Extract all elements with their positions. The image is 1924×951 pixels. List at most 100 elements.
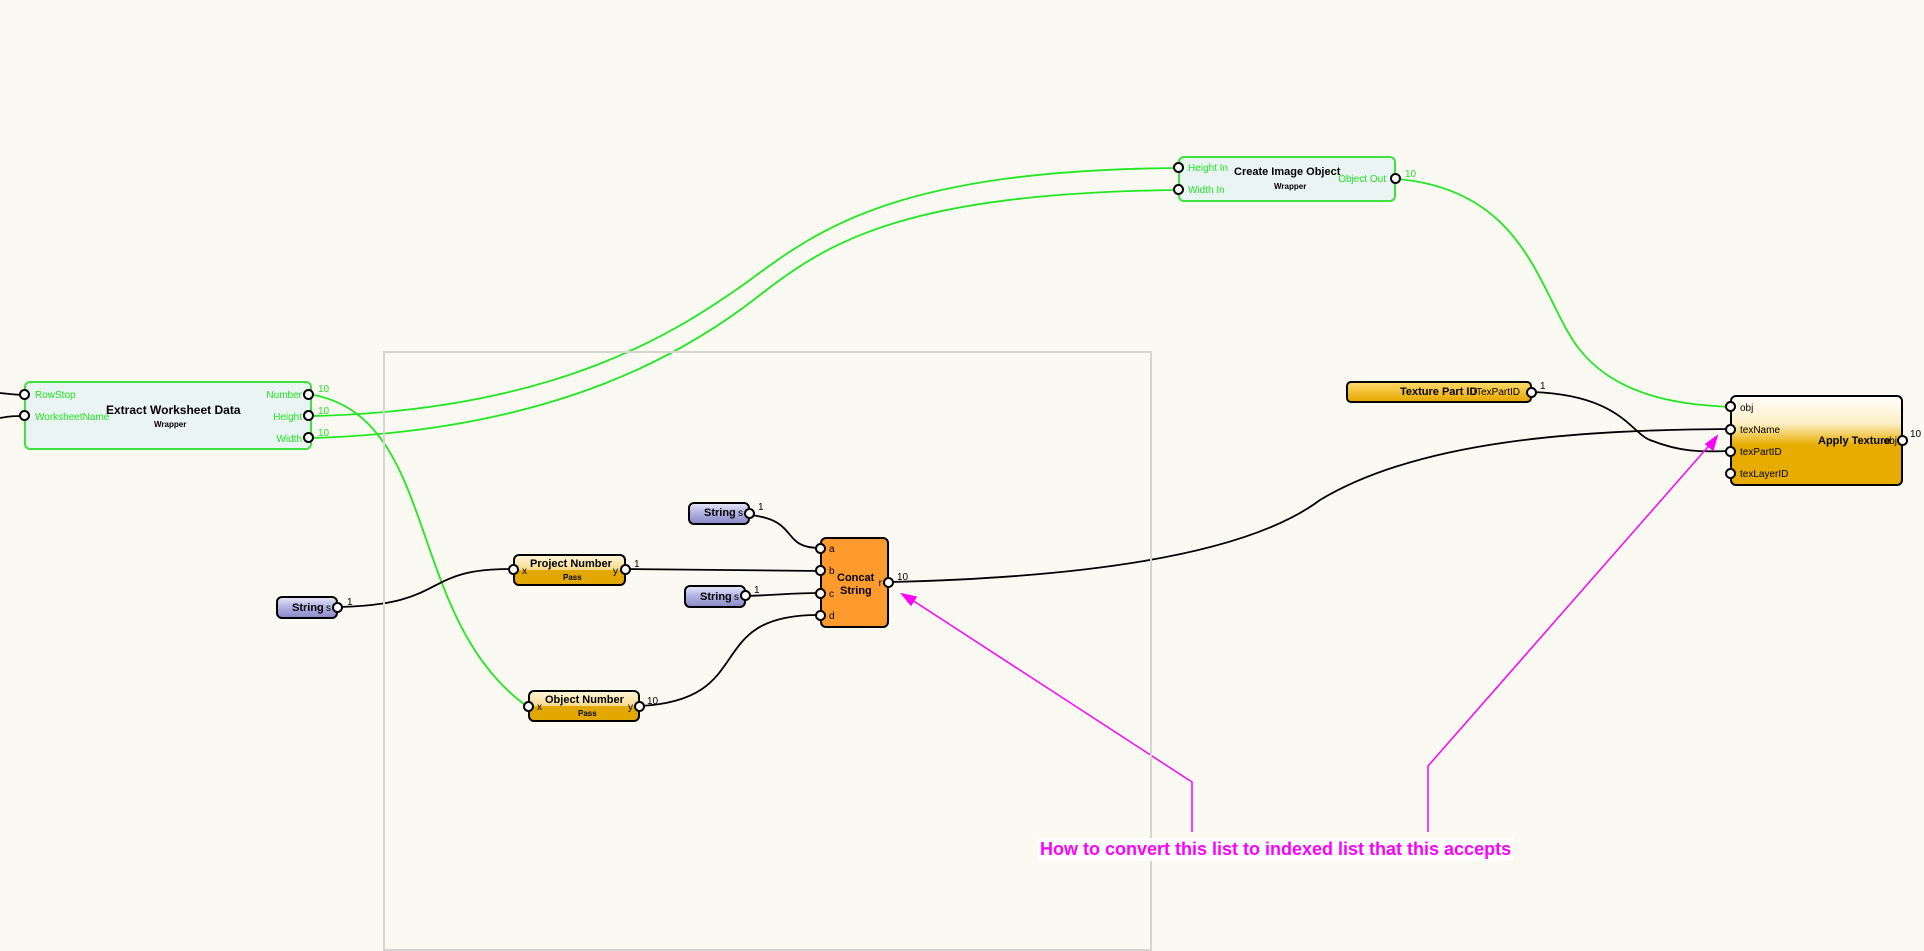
annotation-arrowhead-concat	[900, 592, 918, 607]
port-height-out[interactable]	[303, 410, 314, 421]
texture-part-id-node[interactable]: Texture Part ID iTexPartID	[1346, 381, 1532, 403]
object-number-node[interactable]: Object Number Pass x y	[528, 690, 640, 722]
project-number-node[interactable]: Project Number Pass x y	[513, 554, 626, 586]
port-string-3-out[interactable]	[740, 590, 751, 601]
port-apply-obj-out[interactable]	[1897, 435, 1908, 446]
count-height: 10	[318, 406, 330, 417]
count-concat: 10	[897, 572, 909, 583]
apply-port-label-texpartid: texPartID	[1740, 447, 1782, 458]
port-objectout[interactable]	[1390, 173, 1401, 184]
annotation-arrow-apply	[1427, 439, 1715, 832]
port-string-2-out[interactable]	[332, 602, 343, 613]
wire-string2-to-projectnumber	[337, 568, 514, 608]
extract-worksheet-subtitle: Wrapper	[154, 420, 187, 429]
count-width: 10	[318, 428, 330, 439]
port-texture-part-id-out[interactable]	[1526, 387, 1537, 398]
port-label-widthin: Width In	[1188, 185, 1225, 196]
string-node-1[interactable]: String s	[688, 502, 750, 525]
create-image-title: Create Image Object	[1234, 166, 1341, 178]
wire-objectout-to-obj	[1396, 178, 1731, 408]
port-project-number-out[interactable]	[620, 564, 631, 575]
port-string-1-out[interactable]	[744, 508, 755, 519]
string-2-title: String	[292, 602, 324, 614]
create-image-node[interactable]: Create Image Object Wrapper Height In Wi…	[1178, 156, 1396, 202]
wire-string3-to-c	[745, 592, 821, 597]
port-concat-a[interactable]	[815, 543, 826, 554]
count-string-1: 1	[758, 502, 764, 513]
wire-concat-to-texname	[889, 428, 1731, 583]
port-apply-texname[interactable]	[1725, 424, 1736, 435]
apply-texture-node[interactable]: Apply Texture obj texName texPartID texL…	[1730, 395, 1903, 486]
annotation-arrowhead-apply	[1704, 434, 1719, 452]
concat-port-label-c: c	[829, 589, 834, 600]
create-image-subtitle: Wrapper	[1274, 182, 1307, 191]
port-object-number-in[interactable]	[523, 701, 534, 712]
port-width-out[interactable]	[303, 432, 314, 443]
string-node-3[interactable]: String s	[684, 585, 746, 608]
apply-port-label-obj: obj	[1740, 403, 1754, 414]
extract-worksheet-title: Extract Worksheet Data	[106, 403, 241, 417]
count-string-2: 1	[347, 597, 353, 608]
concat-string-node[interactable]: Concat String a b c d r	[820, 537, 889, 628]
count-apply-texture: 10	[1910, 429, 1922, 440]
port-apply-texlayerid[interactable]	[1725, 468, 1736, 479]
port-apply-obj[interactable]	[1725, 401, 1736, 412]
port-label-number: Number	[266, 390, 302, 401]
port-concat-d[interactable]	[815, 610, 826, 621]
port-concat-r[interactable]	[883, 577, 894, 588]
port-number-out[interactable]	[303, 389, 314, 400]
port-rowstop[interactable]	[19, 389, 30, 400]
concat-port-label-a: a	[829, 544, 835, 555]
count-objectout: 10	[1405, 169, 1417, 180]
string-3-title: String	[700, 591, 732, 603]
port-concat-c[interactable]	[815, 588, 826, 599]
concat-port-label-r: r	[878, 578, 882, 589]
apply-port-label-texlayerid: texLayerID	[1740, 469, 1789, 480]
wire-objectnumber-to-d	[639, 614, 821, 707]
string-node-2[interactable]: String s	[276, 596, 338, 619]
concat-port-label-b: b	[829, 566, 835, 577]
object-number-title: Object Number	[545, 694, 624, 706]
project-number-out-label: y	[613, 566, 618, 577]
annotation-arrow-concat	[905, 595, 1193, 832]
count-texture-part-id: 1	[1540, 381, 1546, 392]
wire-texpartid-to-texpartid	[1531, 391, 1731, 453]
project-number-title: Project Number	[530, 558, 612, 570]
apply-texture-title: Apply Texture	[1818, 435, 1891, 447]
port-label-worksheetname: WorksheetName	[35, 412, 110, 423]
port-label-width: Width	[276, 434, 302, 445]
string-1-title: String	[704, 507, 736, 519]
port-apply-texpartid[interactable]	[1725, 446, 1736, 457]
port-worksheetname[interactable]	[19, 410, 30, 421]
port-concat-b[interactable]	[815, 565, 826, 576]
string-2-port-label: s	[326, 603, 331, 614]
port-object-number-out[interactable]	[634, 701, 645, 712]
concat-string-title-1: Concat	[837, 572, 875, 584]
extract-worksheet-node[interactable]: Extract Worksheet Data Wrapper RowStop W…	[24, 381, 312, 450]
port-widthin[interactable]	[1173, 184, 1184, 195]
group-frame	[383, 351, 1152, 951]
texture-part-id-port-label: iTexPartID	[1473, 387, 1520, 398]
wire-number-to-objectnumber	[313, 394, 529, 708]
wire-canvas	[0, 167, 1731, 832]
port-label-objectout: Object Out	[1338, 174, 1386, 185]
port-project-number-in[interactable]	[508, 564, 519, 575]
string-1-port-label: s	[738, 508, 743, 519]
wire-width-to-widthin	[313, 189, 1179, 439]
count-string-3: 1	[754, 585, 760, 596]
annotation-text: How to convert this list to indexed list…	[1038, 838, 1514, 861]
concat-port-label-d: d	[829, 611, 835, 622]
count-project-number: 1	[634, 559, 640, 570]
object-number-subtitle: Pass	[578, 709, 597, 718]
port-heightin[interactable]	[1173, 162, 1184, 173]
texture-part-id-title: Texture Part ID	[1400, 386, 1478, 398]
port-label-rowstop: RowStop	[35, 390, 76, 401]
project-number-in-label: x	[522, 566, 527, 577]
wire-height-to-heightin	[313, 167, 1179, 417]
object-number-in-label: x	[537, 702, 542, 713]
string-3-port-label: s	[734, 592, 739, 603]
object-number-out-label: y	[628, 702, 633, 713]
port-label-heightin: Height In	[1188, 163, 1229, 174]
apply-port-label-texname: texName	[1740, 425, 1781, 436]
project-number-subtitle: Pass	[563, 573, 582, 582]
